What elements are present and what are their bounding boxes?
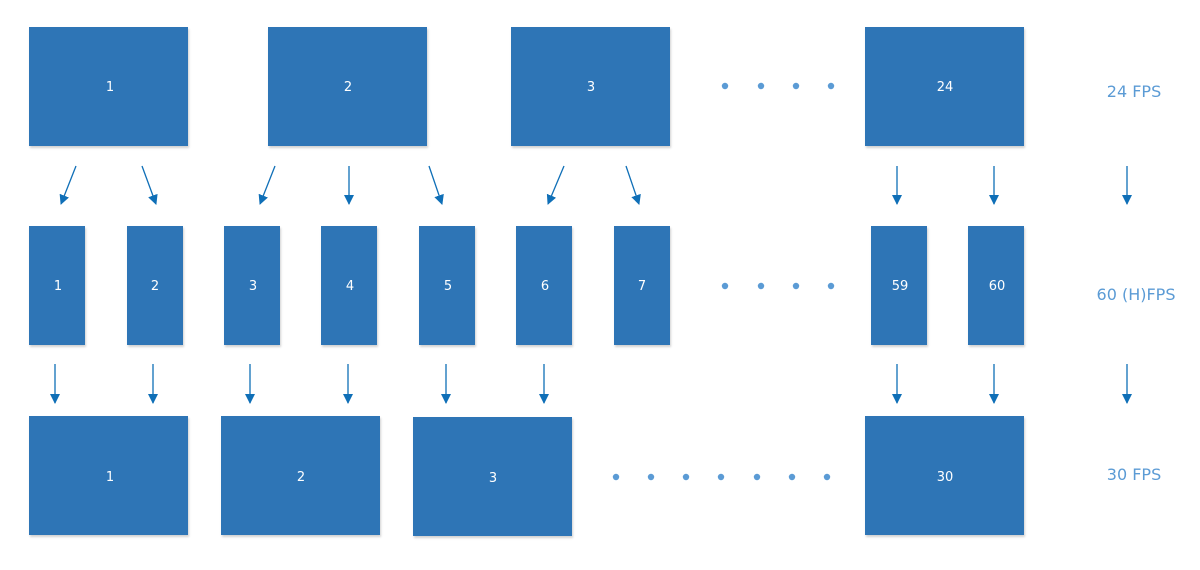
frame-60fps-3: 3 [224, 226, 280, 345]
frame-60fps-6: 6 [516, 226, 572, 345]
frame-60fps-4: 4 [321, 226, 377, 345]
ellipsis-dots [721, 282, 835, 290]
ellipsis-dots [721, 82, 835, 90]
frame-label: 2 [297, 470, 305, 485]
frame-30fps-3: 3 [413, 417, 572, 536]
ellipsis-dots [612, 473, 831, 481]
frame-label: 59 [892, 279, 909, 294]
frame-30fps-30: 30 [865, 416, 1024, 535]
frame-24fps-1: 1 [29, 27, 188, 146]
rate-label-30fps: 30 FPS [1107, 465, 1161, 484]
frame-24fps-3: 3 [511, 27, 670, 146]
frame-label: 1 [54, 279, 62, 294]
frame-60fps-59: 59 [871, 226, 927, 345]
rate-label-24fps: 24 FPS [1107, 82, 1161, 101]
frame-60fps-1: 1 [29, 226, 85, 345]
frame-label: 1 [106, 80, 114, 95]
frame-label: 6 [541, 279, 549, 294]
frame-label: 2 [151, 279, 159, 294]
frame-label: 1 [106, 470, 114, 485]
frame-label: 3 [489, 471, 497, 486]
arrows-24-to-60 [59, 165, 1132, 205]
frame-24fps-2: 2 [268, 27, 427, 146]
frame-label: 7 [638, 279, 646, 294]
frame-label: 4 [346, 279, 354, 294]
row-30fps: 1 2 3 30 30 FPS [29, 416, 1161, 536]
frame-60fps-60: 60 [968, 226, 1024, 345]
frame-label: 60 [989, 279, 1006, 294]
frame-label: 24 [937, 80, 954, 95]
rate-label-60fps: 60 (H)FPS [1097, 285, 1176, 304]
frame-label: 2 [344, 80, 352, 95]
frame-60fps-5: 5 [419, 226, 475, 345]
frame-30fps-1: 1 [29, 416, 188, 535]
frame-label: 30 [937, 470, 954, 485]
frame-24fps-24: 24 [865, 27, 1024, 146]
frame-label: 3 [249, 279, 257, 294]
row-60fps: 1 2 3 4 5 6 7 [29, 226, 1175, 345]
row-24fps: 1 2 3 24 24 FPS [29, 27, 1161, 146]
arrows-60-to-30 [50, 364, 1132, 404]
frame-60fps-2: 2 [127, 226, 183, 345]
frame-label: 3 [587, 80, 595, 95]
frame-30fps-2: 2 [221, 416, 380, 535]
frame-label: 5 [444, 279, 452, 294]
frame-60fps-7: 7 [614, 226, 670, 345]
